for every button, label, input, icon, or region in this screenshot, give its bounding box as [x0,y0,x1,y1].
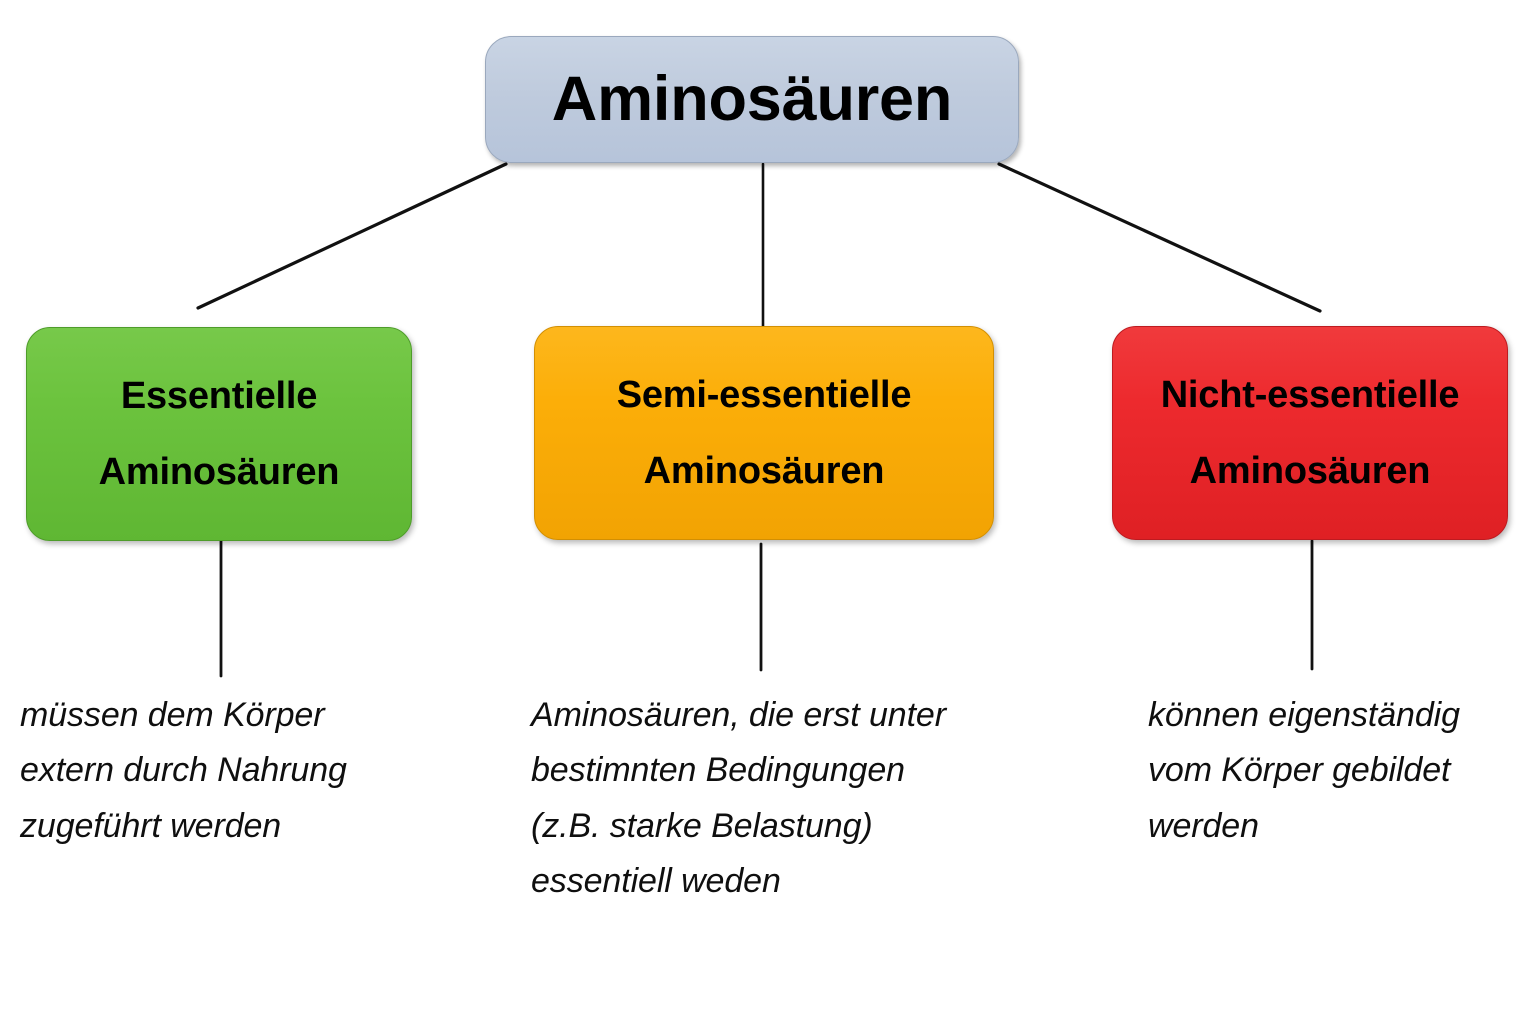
node-essentielle-aminosaeuren[interactable]: Essentielle Aminosäuren [26,327,412,541]
node-essentielle-label-line2: Aminosäuren [98,451,340,493]
node-nicht-essentielle-aminosaeuren[interactable]: Nicht-essentielle Aminosäuren [1112,326,1508,540]
connector-root-to-nicht-essentielle [997,162,1322,313]
node-nicht-essentielle-label-line2: Aminosäuren [1189,450,1431,492]
caption-semi-essentielle: Aminosäuren, die erst unter bestimnten B… [531,696,946,901]
node-semi-essentielle-label-line2: Aminosäuren [643,450,885,492]
connector-root-to-essentielle [196,162,508,310]
node-semi-essentielle-aminosaeuren[interactable]: Semi-essentielle Aminosäuren [534,326,994,540]
node-aminosaeuren-root[interactable]: Aminosäuren [485,36,1019,163]
node-semi-essentielle-label-line1: Semi-essentielle [616,374,912,416]
node-nicht-essentielle-label-line1: Nicht-essentielle [1160,374,1460,416]
caption-nicht-essentielle: können eigenständig vom Körper gebildet … [1148,696,1460,845]
caption-essentielle: müssen dem Körper extern durch Nahrung z… [20,696,347,845]
node-essentielle-label-line1: Essentielle [120,375,318,417]
node-root-label: Aminosäuren [551,64,953,135]
